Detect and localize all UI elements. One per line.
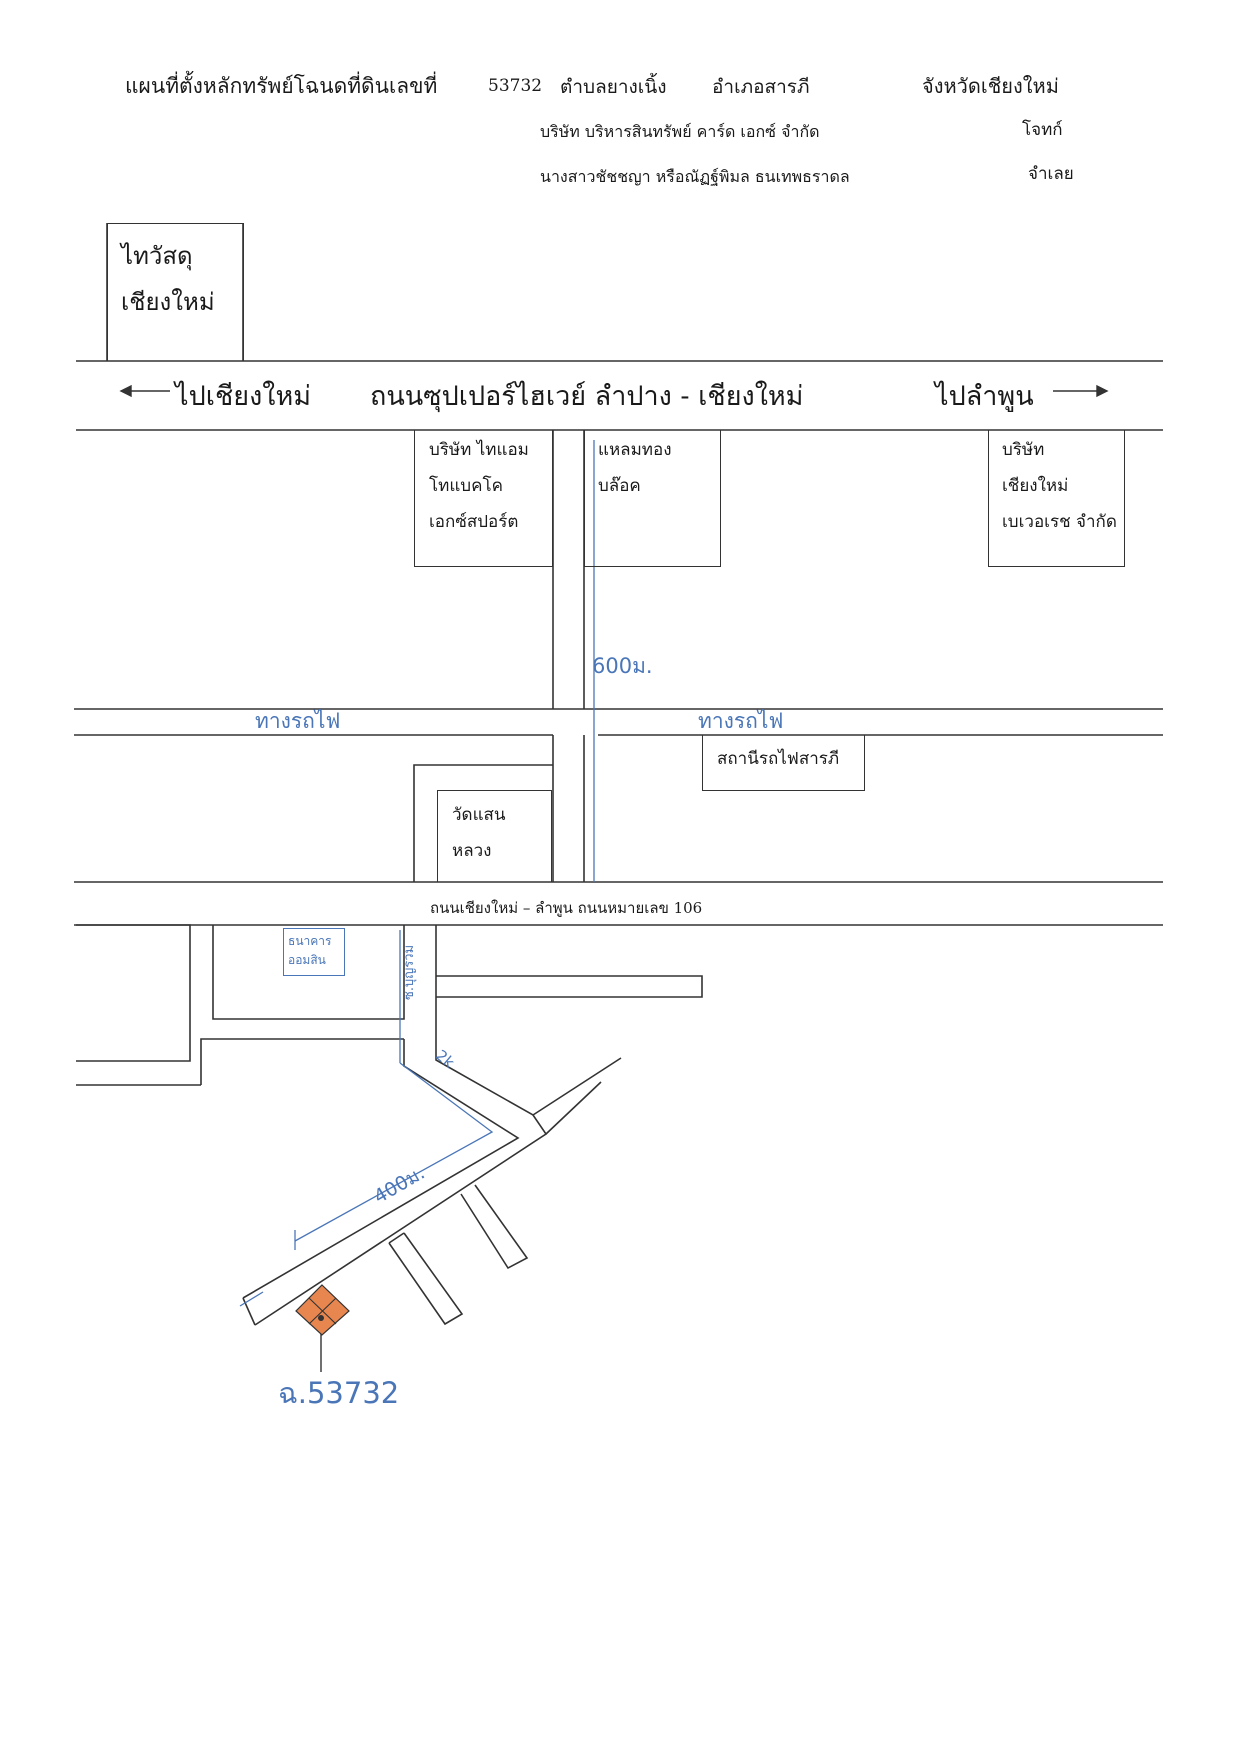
landmark-thaiwatsadu-line2: เชียงใหม่ [121,288,215,316]
handwritten-marks [239,440,595,1307]
beverage-line3: เบเวอเรช จำกัด [1002,512,1117,532]
province-label: จังหวัดเชียงใหม่ [922,74,1059,98]
landmark-thaiwatsadu: ไทวัสดุ เชียงใหม่ [107,223,244,361]
railway-label-left: ทางรถไฟ [255,709,341,733]
defendant-name: นางสาวชัชชญา หรือณัฏฐ์พิมล ธนเทพธราดล [540,167,850,186]
laemthong-line2: บล๊อค [598,476,641,496]
plaintiff-role: โจทก์ [1022,120,1063,140]
bank-box: ธนาคาร ออมสิน [283,928,345,976]
map-title: แผนที่ตั้งหลักทรัพย์โฉนดที่ดินเลขที่ [125,74,438,98]
parcel-label: ฉ.53732 [278,1376,400,1410]
subdistrict-label: ตำบลยางเนิ้ง [560,76,667,98]
wat-line1: วัดแสน [452,805,506,825]
landmark-thai-ham: บริษัท ไทแอม โทแบคโค เอกซ์สปอร์ต [414,430,553,567]
thai-ham-line3: เอกซ์สปอร์ต [429,512,519,532]
distance-600m: 600ม. [592,654,653,678]
bank-label-line1: ธนาคาร [288,934,332,948]
thai-ham-line1: บริษัท ไทแอม [429,440,529,460]
to-chiangmai-label: ไปเชียงใหม่ [175,381,312,412]
beverage-line2: เชียงใหม่ [1002,476,1069,496]
district-label: อำเภอสารภี [712,76,810,98]
plaintiff-name: บริษัท บริหารสินทรัพย์ คาร์ด เอกซ์ จำกัด [540,122,820,141]
soi-vertical-label: ซ.บุญรวม [402,944,417,1000]
thai-ham-line2: โทแบคโค [429,476,503,496]
landmark-saraphi-station: สถานีรถไฟสารภี [702,735,865,791]
landmark-chiangmai-beverage: บริษัท เชียงใหม่ เบเวอเรช จำกัด [988,430,1125,567]
landmark-laemthong: แหลมทอง บล๊อค [584,430,721,567]
landmark-thaiwatsadu-line1: ไทวัสดุ [121,242,193,270]
landmark-wat-sanluang: วัดแสน หลวง [437,790,552,882]
beverage-line1: บริษัท [1002,440,1045,460]
superhighway-label: ถนนซุปเปอร์ไฮเวย์ ลำปาง - เชียงใหม่ [370,381,804,412]
wat-line2: หลวง [452,841,492,861]
deed-number: 53732 [488,76,543,96]
station-label: สถานีรถไฟสารภี [717,749,840,769]
cm-lamphun-road-label: ถนนเชียงใหม่ – ลำพูน ถนนหมายเลข 106 [430,899,703,917]
parcel-marker-icon [295,1284,350,1336]
defendant-role: จำเลย [1028,164,1074,184]
to-lamphun-label: ไปลำพูน [935,381,1034,412]
bank-label-line2: ออมสิน [288,953,326,967]
laemthong-line1: แหลมทอง [598,440,672,460]
railway-label-right: ทางรถไฟ [698,709,784,733]
direction-arrows [119,384,1109,398]
